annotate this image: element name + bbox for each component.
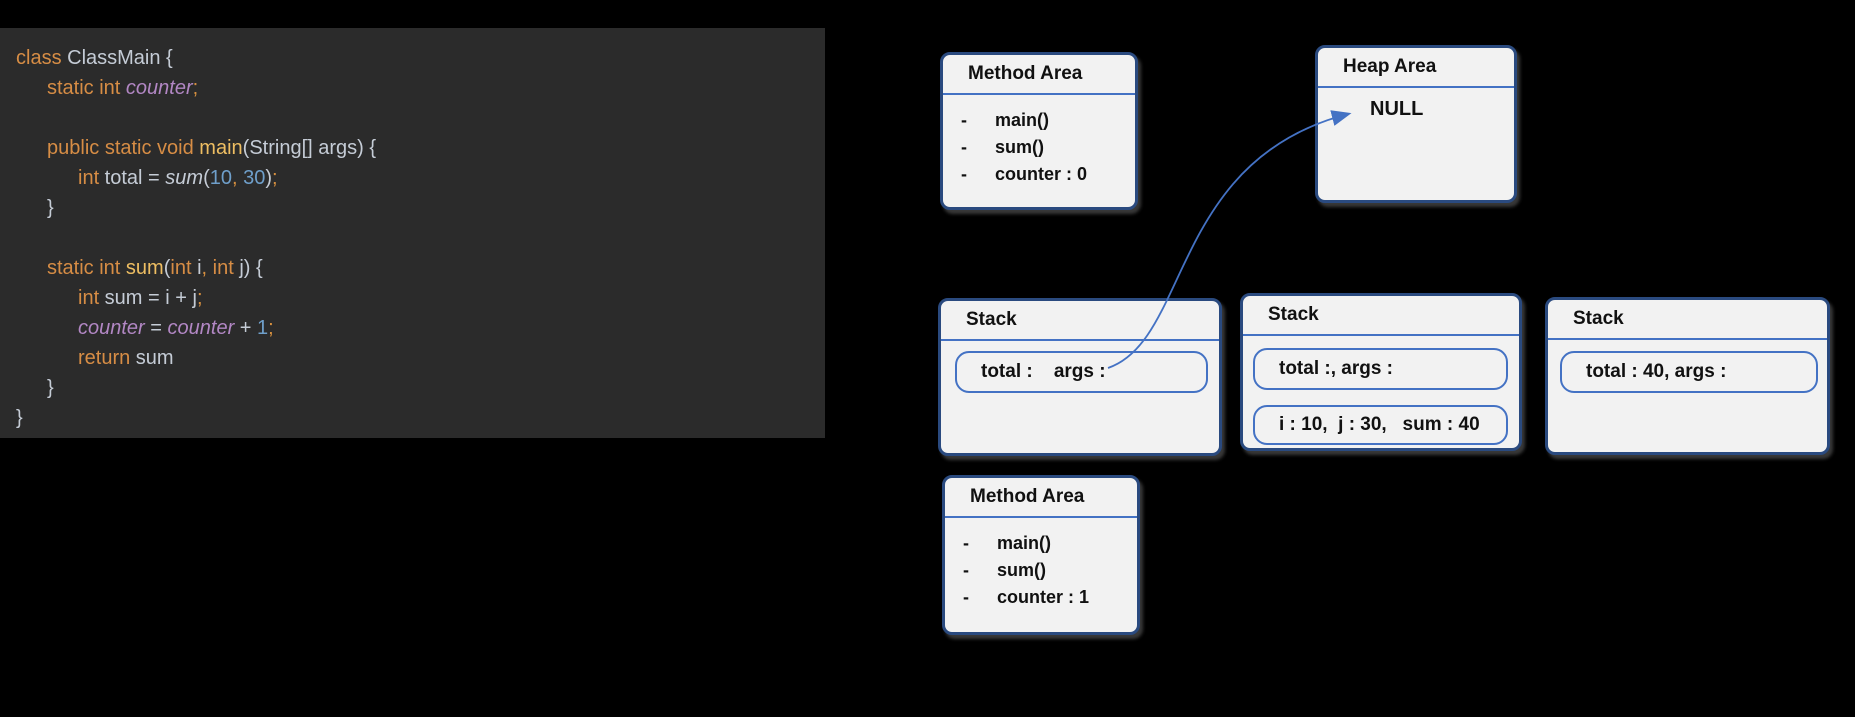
code-line: static int sum(int i, int j) { — [16, 253, 825, 283]
code-token-kw: int — [207, 257, 234, 279]
code-token-plain: = — [144, 317, 168, 339]
code-token-kw: public static void — [47, 137, 200, 159]
method-area-top-list: - main() - sum() - counter : 0 — [943, 95, 1135, 188]
code-token-num: 10 — [209, 167, 232, 189]
code-token-plain: + — [234, 317, 258, 339]
code-line: } — [16, 403, 825, 433]
stack-box-3: Stack total : 40, args : — [1545, 297, 1830, 455]
code-panel: class ClassMain {static int counter;publ… — [0, 28, 825, 438]
code-token-punct: ; — [268, 317, 274, 339]
stack-frame: total : 40, args : — [1560, 351, 1818, 393]
stack-frame: total : args : — [955, 351, 1208, 393]
code-token-plain: i — [191, 257, 202, 279]
bullet-dash: - — [963, 533, 969, 553]
code-token-punct: , — [232, 167, 238, 189]
code-line: int sum = i + j; — [16, 283, 825, 313]
code-line: int total = sum(10, 30); — [16, 163, 825, 193]
code-token-pitalic: sum — [165, 167, 204, 189]
code-token-plain: ClassMain { — [61, 47, 173, 69]
bullet-dash: - — [961, 137, 967, 157]
item-label: main() — [995, 110, 1049, 130]
list-item: - counter : 1 — [963, 584, 1137, 611]
code-line: } — [16, 193, 825, 223]
code-token-plain: ( — [163, 257, 171, 279]
bullet-dash: - — [961, 164, 967, 184]
stack-3-title: Stack — [1548, 300, 1827, 340]
list-item: - main() — [963, 530, 1137, 557]
code-line: return sum — [16, 343, 825, 373]
stack-frame-text: i : 10, j : 30, sum : 40 — [1279, 414, 1480, 435]
code-token-kw: int — [170, 257, 192, 279]
code-token-kw: return — [78, 347, 131, 369]
code-token-var: counter — [167, 317, 235, 339]
method-area-bottom-title: Method Area — [945, 478, 1137, 518]
bullet-dash: - — [961, 110, 967, 130]
stack-2-title: Stack — [1243, 296, 1519, 336]
code-token-plain: sum — [130, 347, 174, 369]
code-line: } — [16, 373, 825, 403]
stack-1-title: Stack — [941, 301, 1219, 341]
item-label: sum() — [995, 137, 1044, 157]
code-token-plain: } — [16, 407, 23, 429]
code-line: public static void main(String[] args) { — [16, 133, 825, 163]
stack-frame: total :, args : — [1253, 348, 1508, 390]
bullet-dash: - — [963, 560, 969, 580]
code-token-kw: static int — [47, 257, 126, 279]
code-line — [16, 103, 825, 133]
list-item: - sum() — [963, 557, 1137, 584]
code-token-var: counter — [125, 77, 193, 99]
code-token-var: counter — [78, 317, 145, 339]
code-token-punct: ; — [192, 77, 199, 99]
method-area-top-title: Method Area — [943, 55, 1135, 95]
code-line: class ClassMain { — [16, 43, 825, 73]
code-line — [16, 223, 825, 253]
code-line: static int counter; — [16, 73, 825, 103]
item-label: sum() — [997, 560, 1046, 580]
item-label: counter : 1 — [997, 587, 1090, 607]
code-token-plain: ) — [265, 167, 273, 189]
code-token-plain: } — [47, 377, 54, 399]
item-label: main() — [997, 533, 1051, 553]
heap-area-box: Heap Area NULL — [1315, 45, 1517, 203]
code-token-kw: static int — [47, 77, 126, 99]
stack-box-1: Stack total : args : — [938, 298, 1222, 456]
heap-null-value: NULL — [1370, 98, 1424, 120]
method-area-top-box: Method Area - main() - sum() - counter :… — [940, 52, 1138, 210]
code-token-kw: int — [78, 167, 100, 189]
code-token-punct: ; — [196, 287, 203, 309]
stack-box-2: Stack total :, args : i : 10, j : 30, su… — [1240, 293, 1522, 451]
bullet-dash: - — [963, 587, 969, 607]
stack-frame: i : 10, j : 30, sum : 40 — [1253, 405, 1508, 445]
list-item: - main() — [961, 107, 1135, 134]
stack-frame-text: total : 40, args : — [1586, 361, 1727, 382]
stack-frame-text: total :, args : — [1279, 358, 1394, 379]
code-token-punct: ; — [272, 167, 278, 189]
list-item: - counter : 0 — [961, 161, 1135, 188]
code-token-plain: (String[] args) { — [242, 137, 377, 159]
code-token-plain: ( — [203, 167, 210, 189]
code-line: counter = counter + 1; — [16, 313, 825, 343]
method-area-bottom-box: Method Area - main() - sum() - counter :… — [942, 475, 1140, 635]
code-token-plain: } — [47, 197, 54, 219]
code-token-punct: , — [201, 257, 208, 279]
method-area-bottom-list: - main() - sum() - counter : 1 — [945, 518, 1137, 611]
code-token-plain: sum = i + j — [99, 287, 197, 309]
stack-frame-text: total : args : — [981, 361, 1106, 382]
code-token-kw: class — [16, 47, 62, 69]
heap-area-title: Heap Area — [1318, 48, 1514, 88]
code-token-num: 30 — [237, 167, 266, 189]
item-label: counter : 0 — [995, 164, 1088, 184]
list-item: - sum() — [961, 134, 1135, 161]
code-token-fn: sum — [125, 257, 164, 279]
code-listing: class ClassMain {static int counter;publ… — [16, 43, 825, 433]
code-token-plain: j) { — [233, 257, 263, 279]
code-token-kw: int — [78, 287, 100, 309]
code-token-fn: main — [199, 137, 243, 159]
code-token-plain: total = — [99, 167, 166, 189]
code-token-num: 1 — [257, 317, 269, 339]
